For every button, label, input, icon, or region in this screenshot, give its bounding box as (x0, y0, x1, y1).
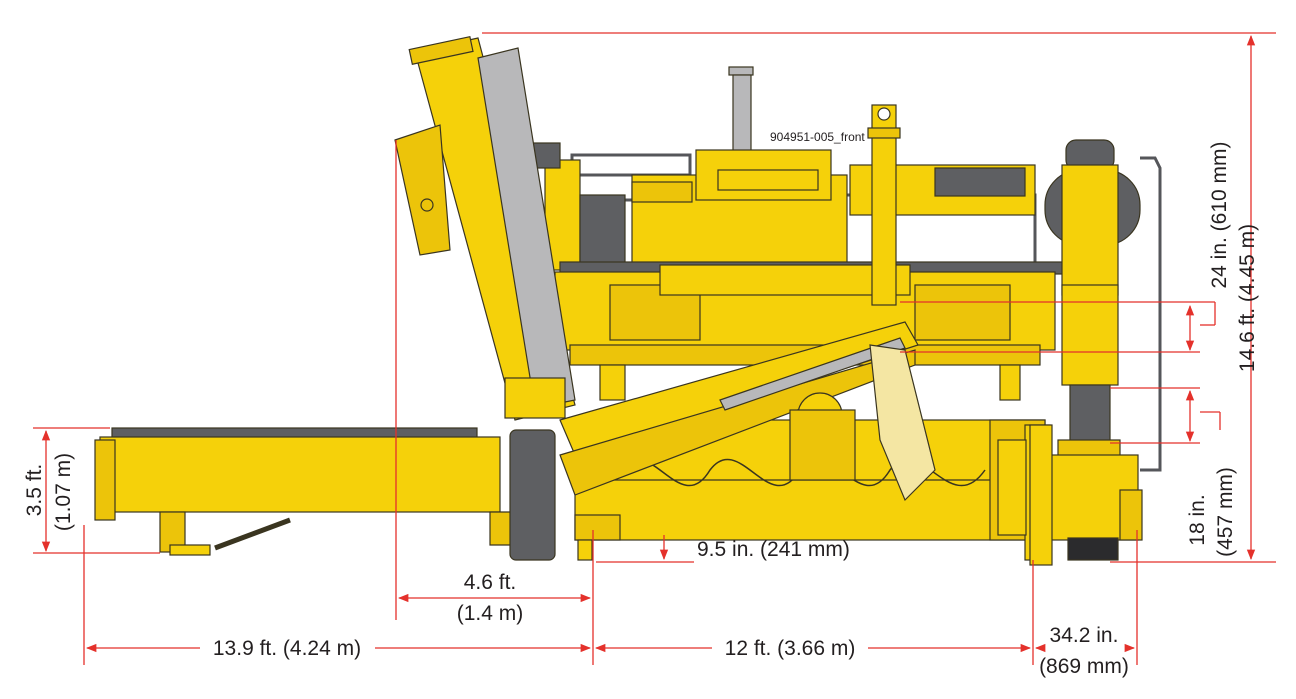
left-track (504, 377, 621, 561)
hopper-mast (867, 104, 901, 306)
offset-value-label: 4.6 ft. (464, 571, 517, 594)
end-value-label: 34.2 in. (1050, 624, 1119, 647)
right-track (997, 424, 1053, 566)
upper-travel-label: 24 in. (610 mm) (1208, 141, 1231, 288)
engine-housing (529, 142, 1141, 271)
machine-illustration (94, 35, 1162, 566)
feeder-conveyor (559, 321, 936, 502)
end-metric-label: (869 mm) (1039, 655, 1129, 678)
main-frame (554, 264, 1056, 401)
conveyor-length-label: 13.9 ft. (4.24 m) (213, 637, 361, 660)
tracks-width-label: 12 ft. (3.66 m) (725, 637, 856, 660)
dimension-lines (33, 32, 1276, 665)
clearance-label: 9.5 in. (241 mm) (697, 538, 850, 561)
conveyor-height-value-label: 3.5 ft. (23, 464, 46, 517)
side-conveyor (94, 427, 521, 556)
lower-travel-value-label: 18 in. (1186, 494, 1209, 545)
lower-travel-metric-label: (457 mm) (1214, 467, 1237, 557)
conveyor-height-metric-label: (1.07 m) (52, 453, 75, 531)
drawing-code: 904951-005_front (770, 130, 865, 144)
exhaust-stack (728, 66, 754, 156)
total-height-label: 14.6 ft. (4.45 m) (1236, 224, 1259, 372)
offset-metric-label: (1.4 m) (457, 602, 524, 625)
vertical-conveyor (394, 35, 576, 421)
